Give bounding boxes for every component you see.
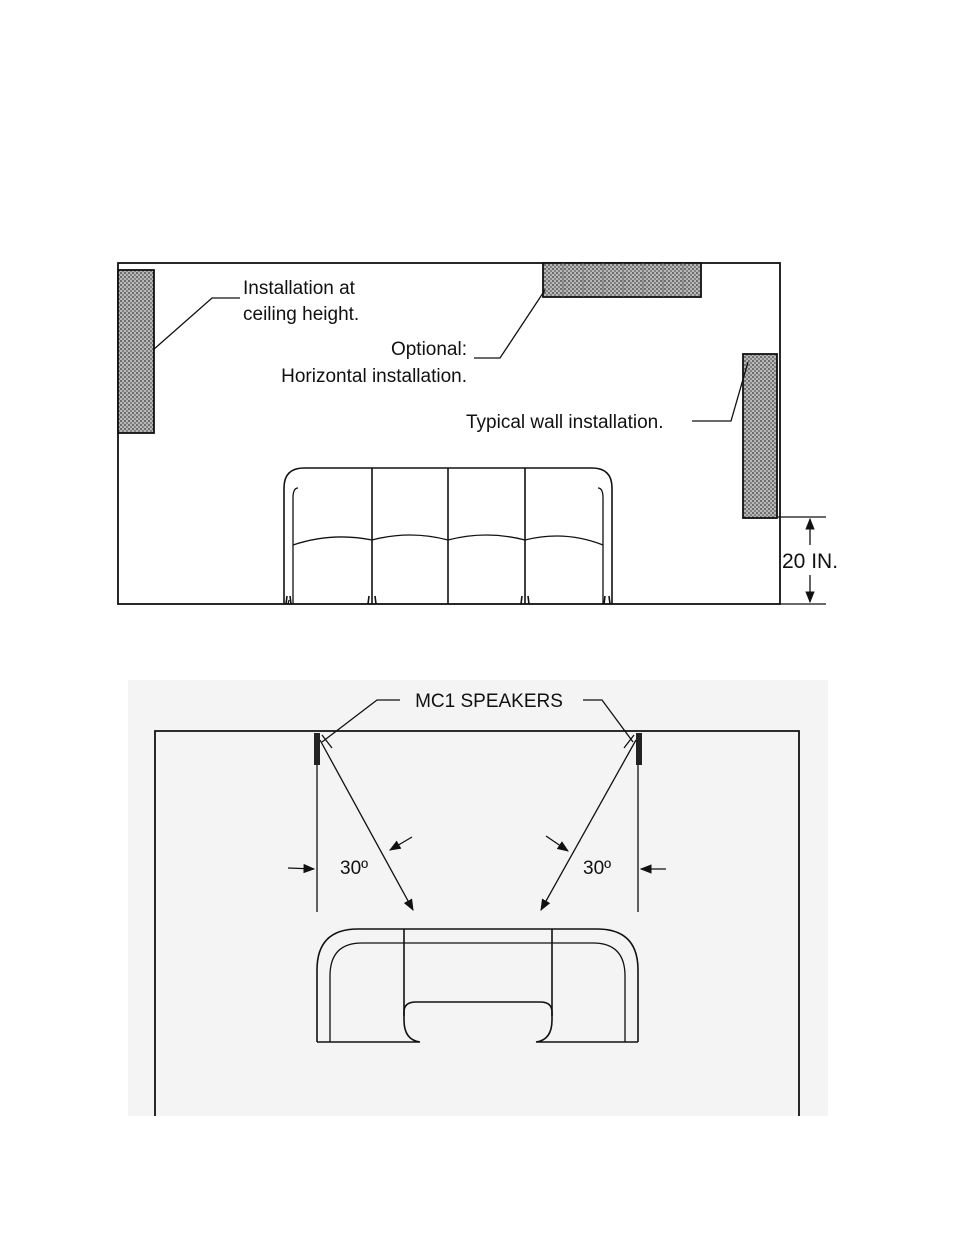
front-view: Installation at ceiling height. Optional… — [118, 263, 838, 604]
ceiling-height-speaker — [118, 270, 154, 433]
ceiling-label-line1: Installation at — [243, 278, 356, 299]
plan-background — [128, 680, 828, 1116]
wall-speaker — [743, 354, 777, 518]
room-wall-outline — [118, 263, 780, 604]
angle-label-right: 30º — [583, 858, 611, 879]
ceiling-leader-line — [153, 298, 240, 350]
speakers-label: MC1 SPEAKERS — [415, 691, 563, 712]
ceiling-label-line2: ceiling height. — [243, 304, 359, 325]
optional-leader-line — [474, 290, 545, 358]
top-view: MC1 SPEAKERS 30º 30º — [128, 680, 828, 1116]
typical-label: Typical wall installation. — [466, 412, 663, 433]
sofa-front — [284, 468, 612, 604]
angle-label-left: 30º — [340, 858, 368, 879]
typical-leader-line — [692, 362, 748, 421]
optional-label-line2: Horizontal installation. — [281, 366, 467, 387]
optional-label-line1: Optional: — [391, 339, 467, 360]
horizontal-speaker — [543, 263, 701, 297]
dimension-label: 20 IN. — [782, 550, 838, 573]
